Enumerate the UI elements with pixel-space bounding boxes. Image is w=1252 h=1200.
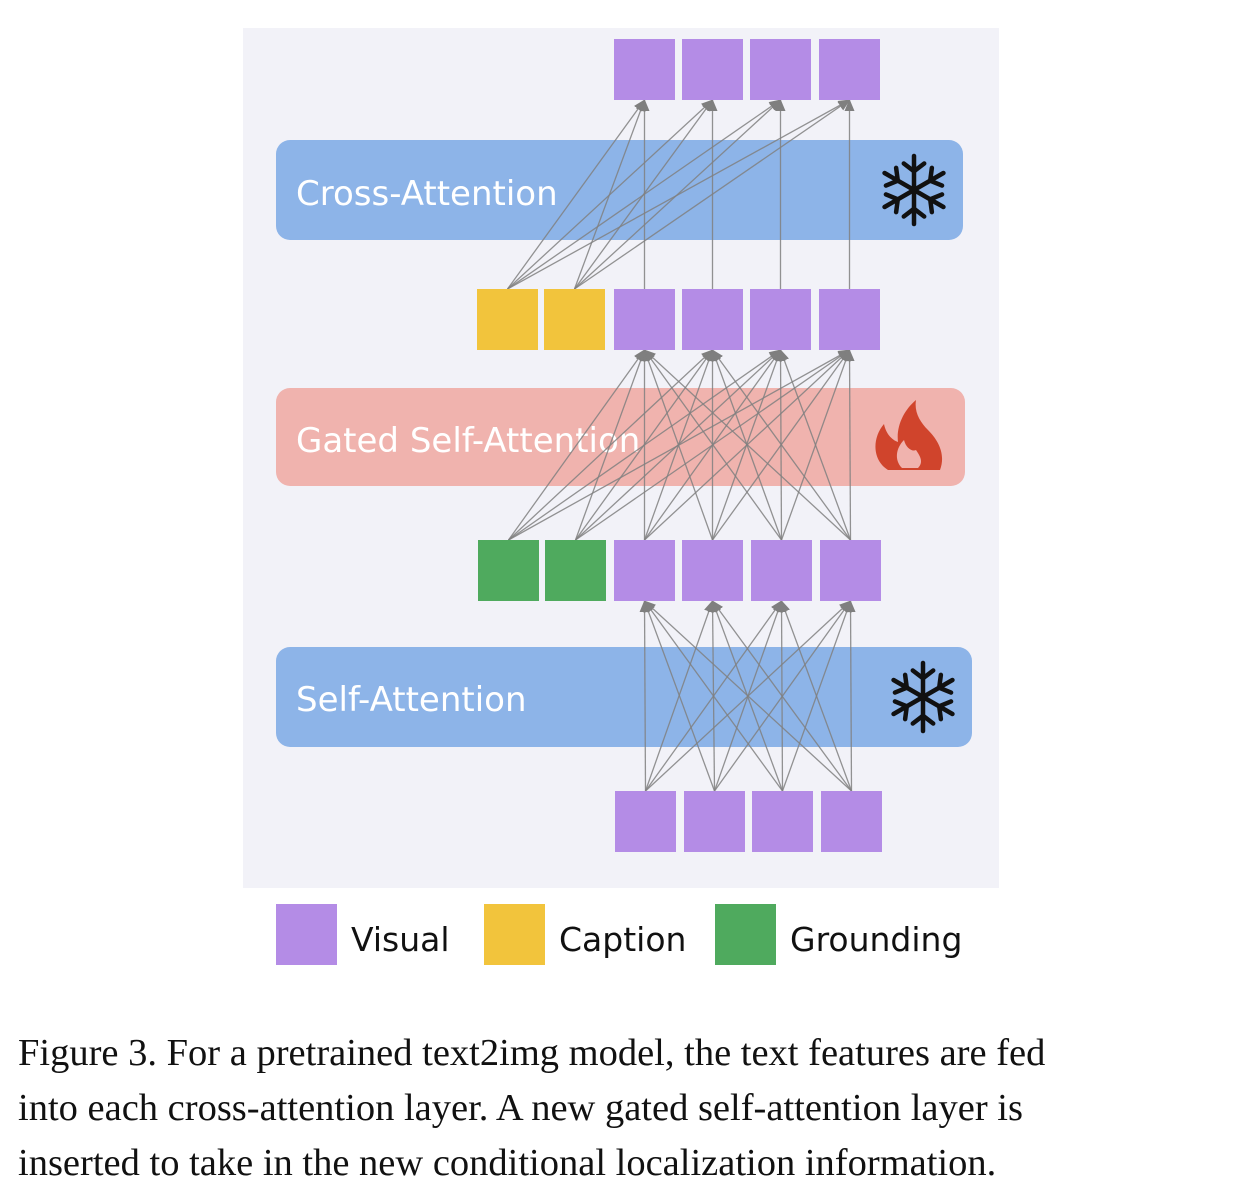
self-attention-label: Self-Attention bbox=[296, 680, 527, 720]
visual-token bbox=[819, 289, 880, 350]
attention-arrow bbox=[779, 349, 852, 541]
visual-token bbox=[820, 540, 881, 601]
figure-caption-line: inserted to take in the new conditional … bbox=[18, 1142, 997, 1184]
figure-caption: Figure 3. For a pretrained text2img mode… bbox=[18, 1026, 1234, 1191]
legend-caption-label: Caption bbox=[559, 920, 686, 959]
visual-token bbox=[614, 39, 675, 100]
visual-token bbox=[751, 540, 812, 601]
caption-token bbox=[544, 289, 605, 350]
visual-token bbox=[614, 289, 675, 350]
visual-token bbox=[750, 289, 811, 350]
attention-arrow bbox=[574, 349, 646, 541]
token-rows bbox=[477, 39, 882, 852]
visual-token bbox=[684, 791, 745, 852]
attention-arrow bbox=[643, 349, 714, 541]
visual-token bbox=[614, 540, 675, 601]
legend-visual-label: Visual bbox=[351, 920, 450, 959]
grounding-token bbox=[545, 540, 606, 601]
snowflake-icon bbox=[891, 660, 955, 734]
fire-icon bbox=[875, 400, 943, 470]
legend-grounding-label: Grounding bbox=[790, 920, 962, 959]
attention-arrow bbox=[639, 600, 650, 792]
caption-token bbox=[477, 289, 538, 350]
visual-token bbox=[682, 289, 743, 350]
figure-caption-line: Figure 3. For a pretrained text2img mode… bbox=[18, 1032, 1046, 1074]
legend: Visual Caption Grounding bbox=[276, 904, 962, 965]
self-attention-block bbox=[276, 647, 972, 747]
visual-token bbox=[682, 540, 743, 601]
attention-arrow bbox=[643, 600, 784, 792]
attention-arrow bbox=[643, 600, 852, 792]
legend-caption-swatch bbox=[484, 904, 545, 965]
attention-arrow bbox=[845, 600, 856, 792]
visual-token bbox=[750, 39, 811, 100]
attention-arrow bbox=[573, 99, 646, 290]
visual-token bbox=[682, 39, 743, 100]
attention-arrow bbox=[643, 349, 851, 541]
attention-arrow bbox=[574, 99, 782, 290]
legend-grounding-swatch bbox=[715, 904, 776, 965]
cross-attention-block bbox=[276, 140, 963, 240]
attention-arrow bbox=[643, 600, 716, 792]
attention-arrow bbox=[507, 99, 851, 290]
attention-arrow bbox=[507, 349, 646, 541]
attention-arrow bbox=[844, 349, 855, 541]
attention-arrow bbox=[573, 99, 714, 290]
grounding-token bbox=[478, 540, 539, 601]
attention-arrow bbox=[506, 99, 646, 290]
cross-attention-label: Cross-Attention bbox=[296, 174, 558, 214]
figure-caption-line: into each cross-attention layer. A new g… bbox=[18, 1087, 1023, 1129]
attention-connections bbox=[506, 99, 856, 792]
attention-arrow bbox=[643, 349, 783, 541]
snowflake-icon bbox=[882, 153, 946, 227]
visual-token bbox=[821, 791, 882, 852]
visual-token bbox=[615, 791, 676, 852]
legend-visual-swatch bbox=[276, 904, 337, 965]
visual-token bbox=[752, 791, 813, 852]
attention-arrow bbox=[780, 600, 853, 792]
gated-self-attention-label: Gated Self-Attention bbox=[296, 421, 640, 461]
attention-arrow bbox=[711, 349, 852, 541]
visual-token bbox=[819, 39, 880, 100]
attention-arrow bbox=[711, 600, 853, 792]
